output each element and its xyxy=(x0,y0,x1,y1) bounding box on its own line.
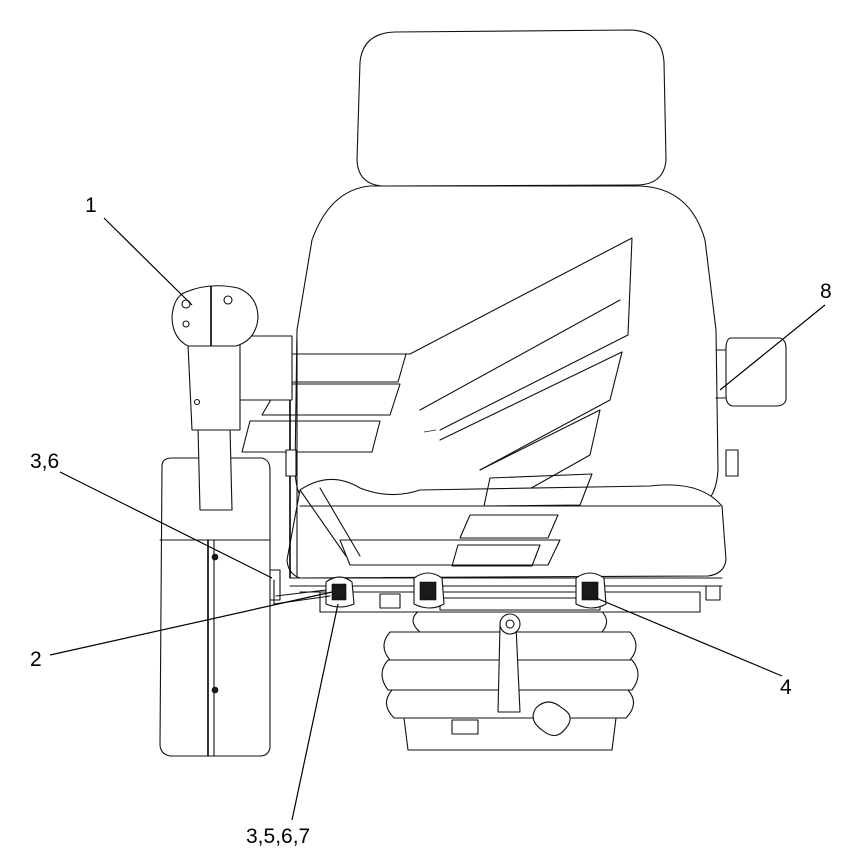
callout-2: 2 xyxy=(30,648,42,671)
armrest-right xyxy=(715,337,787,477)
callout-1: 1 xyxy=(85,194,97,217)
headrest xyxy=(356,29,667,187)
callouts: 1 8 3,6 2 4 3,5,6,7 xyxy=(30,194,832,848)
suspension-bellows xyxy=(381,609,639,751)
adjuster-knob-left xyxy=(325,576,355,608)
callout-4: 4 xyxy=(780,676,792,699)
armrest-left xyxy=(235,335,297,477)
callout-8: 8 xyxy=(820,280,832,303)
callout-3-6: 3,6 xyxy=(30,450,59,473)
leader-lines xyxy=(49,217,826,821)
seat-backrest xyxy=(241,185,719,507)
adjuster-knob-right xyxy=(575,572,607,609)
control-console xyxy=(159,457,281,757)
callout-3-5-6-7: 3,5,6,7 xyxy=(246,825,310,848)
adjuster-knob-center xyxy=(413,572,445,609)
joystick-lever xyxy=(171,285,259,511)
mounting-bracket xyxy=(273,579,331,605)
mounting-plate xyxy=(319,591,701,613)
seat-cushion xyxy=(286,473,727,579)
